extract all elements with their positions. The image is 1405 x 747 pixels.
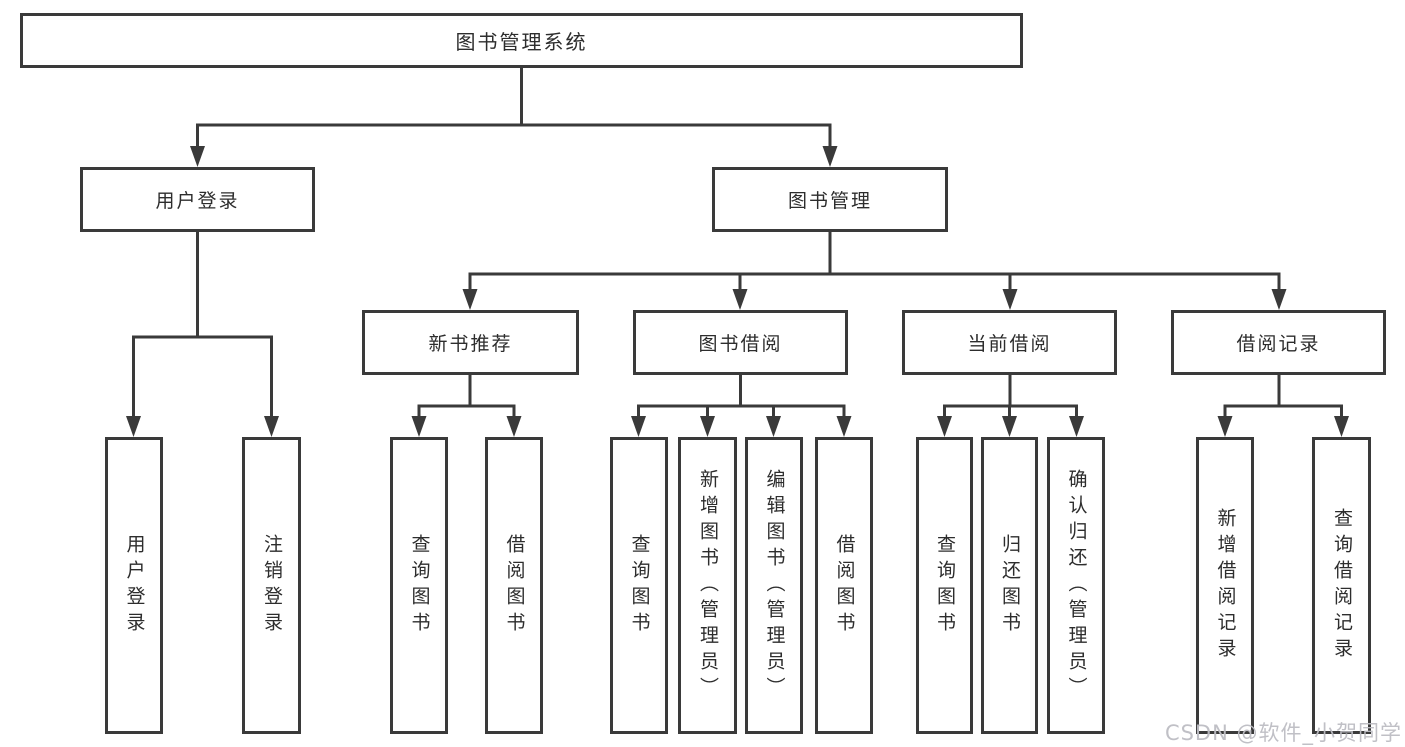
node-label: 新增图书（管理员） <box>697 468 719 703</box>
node-book-borrow: 图书借阅 <box>633 310 848 375</box>
leaf-borrow-books-1: 借阅图书 <box>485 437 543 734</box>
leaf-user-login: 用户登录 <box>105 437 163 734</box>
leaf-query-books-3: 查询图书 <box>916 437 973 734</box>
node-label: 新增借阅记录 <box>1214 507 1237 664</box>
node-label: 借阅记录 <box>1236 333 1321 355</box>
leaf-return-books: 归还图书 <box>981 437 1038 734</box>
node-label: 查询图书 <box>934 533 956 638</box>
node-label: 借阅图书 <box>833 533 856 638</box>
node-label: 新书推荐 <box>428 333 513 355</box>
node-label: 用户登录 <box>123 533 146 638</box>
leaf-borrow-books-2: 借阅图书 <box>815 437 873 734</box>
node-label: 注销登录 <box>261 533 283 638</box>
leaf-add-books-admin: 新增图书（管理员） <box>678 437 737 734</box>
node-label: 归还图书 <box>999 533 1021 638</box>
node-borrow-records: 借阅记录 <box>1171 310 1386 375</box>
node-label: 编辑图书（管理员） <box>763 468 786 703</box>
leaf-add-borrow-record: 新增借阅记录 <box>1196 437 1254 734</box>
leaf-query-borrow-record: 查询借阅记录 <box>1312 437 1371 734</box>
node-label: 图书借阅 <box>698 333 783 355</box>
node-label: 当前借阅 <box>967 333 1052 355</box>
node-new-book-recommend: 新书推荐 <box>362 310 579 375</box>
node-label: 图书管理 <box>787 190 872 212</box>
node-root: 图书管理系统 <box>20 13 1023 68</box>
leaf-confirm-return-admin: 确认归还（管理员） <box>1047 437 1105 734</box>
leaf-logout: 注销登录 <box>242 437 301 734</box>
arrowhead-icons <box>126 146 1349 437</box>
node-book-management: 图书管理 <box>712 167 948 232</box>
csdn-watermark: CSDN @软件_小贺同学 <box>1164 721 1402 745</box>
leaf-query-books-1: 查询图书 <box>390 437 448 734</box>
leaf-edit-books-admin: 编辑图书（管理员） <box>745 437 803 734</box>
node-label: 用户登录 <box>155 190 240 212</box>
node-label: 借阅图书 <box>503 533 526 638</box>
node-label: 查询借阅记录 <box>1331 507 1353 664</box>
node-label: 查询图书 <box>628 533 651 638</box>
node-user-login: 用户登录 <box>80 167 315 232</box>
node-label: 确认归还（管理员） <box>1065 468 1088 703</box>
node-label: 图书管理系统 <box>455 30 588 54</box>
node-current-borrow: 当前借阅 <box>902 310 1117 375</box>
leaf-query-books-2: 查询图书 <box>610 437 668 734</box>
node-label: 查询图书 <box>408 533 431 638</box>
